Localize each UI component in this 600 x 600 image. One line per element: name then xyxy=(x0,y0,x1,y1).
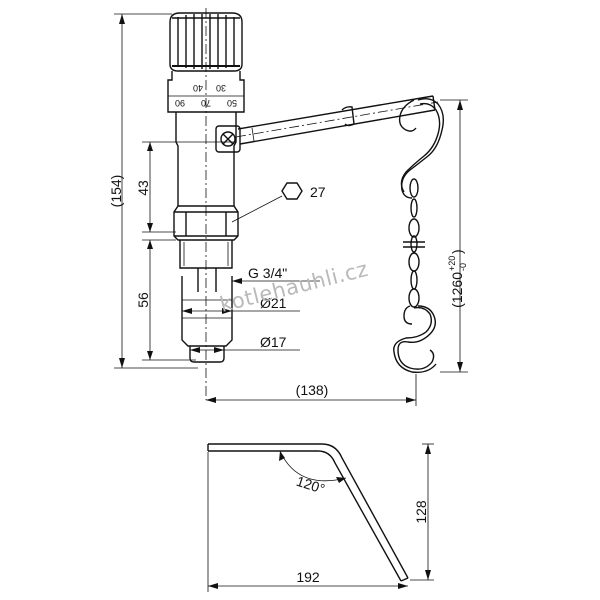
dim-width-label: (138) xyxy=(296,382,329,398)
watermark: kotlehauhli.cz xyxy=(217,257,370,317)
thread-callout: G 3/4" xyxy=(232,265,320,284)
dim-width: (138) xyxy=(206,374,417,406)
scale-mark: 70 xyxy=(201,98,211,108)
dia-outer-label: Ø21 xyxy=(260,295,287,311)
lever-assembly xyxy=(215,95,445,374)
dia-inner-label: Ø17 xyxy=(260,334,287,350)
dim-lever-height-label: 128 xyxy=(413,500,429,524)
scale-mark: 30 xyxy=(216,83,226,93)
dim-upper-height-label: 43 xyxy=(135,180,151,196)
dim-total-height-label: (154) xyxy=(108,175,124,208)
scale-mark: 50 xyxy=(227,98,237,108)
hex-size-label: 27 xyxy=(310,184,326,200)
valve-body xyxy=(167,8,245,400)
dia-inner-callout: Ø17 xyxy=(190,334,300,353)
dim-lever-height: 128 xyxy=(410,443,434,581)
scale-marks: 40 30 90 70 50 xyxy=(175,83,237,108)
dim-chain-length: (1260 +20 -0 ) xyxy=(440,99,468,373)
dim-chain-tol-upper: +20 xyxy=(447,256,457,271)
dim-upper-height: 43 xyxy=(135,141,176,233)
dim-total-height: (154) xyxy=(108,13,198,369)
bent-lever-detail: 120° xyxy=(207,443,409,582)
scale-mark: 90 xyxy=(175,98,185,108)
hex-icon xyxy=(281,182,303,200)
scale-mark: 40 xyxy=(193,83,203,93)
lever-angle-label: 120° xyxy=(294,473,326,497)
hex-size-callout: 27 xyxy=(231,182,326,223)
dim-lever-width: 192 xyxy=(207,452,408,592)
dim-chain-length-label: (1260 xyxy=(449,272,465,308)
dim-chain-tol-lower: -0 xyxy=(458,263,468,271)
dim-lever-width-label: 192 xyxy=(296,569,320,585)
thread-label: G 3/4" xyxy=(248,265,287,281)
dim-chain-close: ) xyxy=(449,249,465,254)
dia-outer-callout: Ø21 xyxy=(182,295,300,314)
dim-lower-height-label: 56 xyxy=(135,292,151,308)
dim-lower-height: 56 xyxy=(135,239,196,361)
